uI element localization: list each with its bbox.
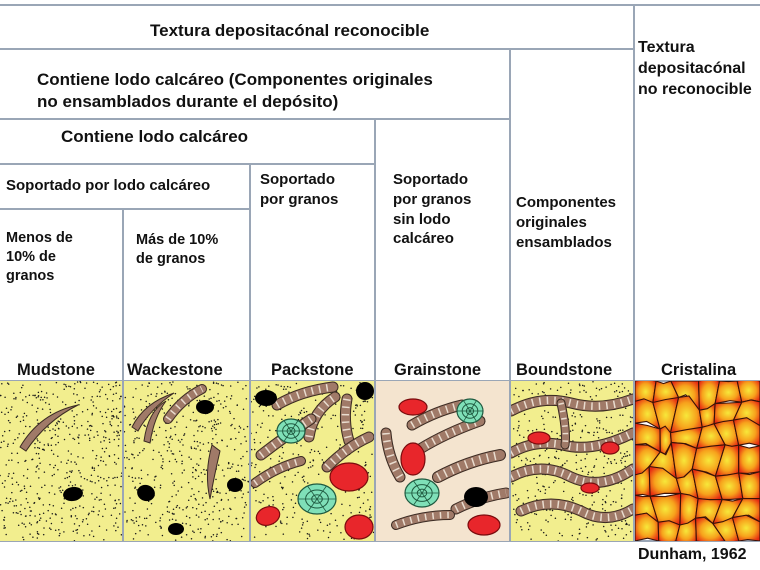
divider-col-e	[633, 4, 635, 541]
crystal	[711, 516, 740, 541]
label-grainstone: Grainstone	[394, 361, 482, 379]
crystal	[675, 517, 697, 541]
crystal	[657, 520, 681, 541]
label-cristalina: Cristalina	[661, 361, 737, 379]
crystal	[695, 516, 726, 541]
matrix-dots	[0, 381, 122, 541]
divider-col-d	[509, 48, 511, 541]
segmented-fossil	[556, 398, 570, 450]
header-contains-mud-full: Contiene lodo calcáreo (Componentes orig…	[37, 70, 433, 112]
shell-fragment	[206, 444, 221, 500]
label-packstone: Packstone	[271, 361, 354, 379]
divider-panels-bottom	[0, 540, 760, 542]
divider-grain-percent	[0, 208, 250, 210]
red-grain	[400, 442, 426, 476]
ooid-grain	[276, 418, 306, 444]
header-depositional-not-recognizable: Textura depositacónal no reconocible	[638, 39, 752, 99]
crystal-mosaic	[635, 381, 760, 541]
header-depositional-recognizable: Textura depositacónal reconocible	[150, 21, 430, 40]
red-grain	[467, 514, 501, 536]
segmented-fossil	[163, 384, 207, 424]
ooid-grain	[456, 398, 484, 424]
segmented-fossil	[251, 456, 306, 488]
black-grain	[464, 487, 488, 507]
texture-panel-mudstone	[0, 381, 122, 541]
texture-panel-cristalina	[635, 381, 760, 541]
red-grain	[527, 431, 551, 445]
header-more-10-percent: Más de 10% de granos	[136, 232, 219, 268]
red-grain	[580, 482, 600, 494]
header-mud-supported: Soportado por lodo calcáreo	[6, 177, 211, 194]
segmented-fossil	[511, 393, 633, 417]
segmented-fossil	[432, 449, 506, 483]
black-grain	[227, 478, 243, 492]
matrix-dots	[124, 381, 249, 541]
segmented-fossil	[391, 510, 455, 530]
segmented-fossil	[511, 463, 633, 488]
red-grain	[329, 462, 369, 492]
black-grain	[255, 390, 277, 406]
shell-fragment	[19, 404, 79, 452]
red-grain	[255, 505, 281, 527]
divider-contains-mud	[0, 118, 510, 120]
header-grain-supported: Soportado por granos	[260, 171, 339, 208]
texture-panel-grainstone	[376, 381, 509, 541]
texture-panel-packstone	[251, 381, 374, 541]
segmented-fossil	[515, 498, 633, 523]
texture-panel-wackestone	[124, 381, 249, 541]
matrix-background	[0, 381, 122, 541]
red-grain	[398, 398, 428, 416]
label-wackestone: Wackestone	[127, 361, 223, 379]
segmented-fossil	[303, 391, 341, 443]
crystal	[738, 444, 760, 474]
label-boundstone: Boundstone	[516, 361, 613, 379]
shell-fragment	[143, 400, 167, 444]
crystal	[731, 514, 760, 541]
segmented-fossil	[321, 431, 374, 473]
segmented-fossil	[271, 381, 339, 411]
segmented-fossil	[339, 393, 355, 447]
black-grain	[356, 382, 374, 400]
header-contains-mud: Contiene lodo calcáreo	[61, 127, 249, 146]
divider-col-c	[374, 118, 376, 541]
divider-col-b	[249, 163, 251, 541]
matrix-background	[124, 381, 249, 541]
red-grain	[600, 441, 620, 455]
top-border	[0, 4, 760, 6]
segmented-fossil	[414, 415, 486, 455]
divider-col-a	[122, 208, 124, 541]
segmented-fossil	[380, 427, 406, 483]
label-mudstone: Mudstone	[17, 361, 95, 379]
shell-fragment	[131, 392, 175, 432]
black-grain	[168, 523, 184, 535]
header-grain-supported-no-mud: Soportado por granos sin lodo calcáreo	[393, 171, 472, 248]
ooid-grain	[297, 483, 337, 515]
crystal	[736, 381, 760, 403]
citation-dunham: Dunham, 1962	[638, 546, 747, 563]
black-grain	[63, 486, 83, 502]
texture-panel-boundstone	[511, 381, 633, 541]
black-grain	[196, 400, 214, 414]
red-grain	[344, 514, 374, 540]
black-grain	[137, 484, 155, 502]
divider-support	[0, 163, 374, 165]
divider-depositional	[0, 48, 634, 50]
crystal	[635, 512, 660, 541]
ooid-grain	[404, 478, 440, 508]
header-components-bound: Componentes originales ensamblados	[516, 194, 617, 251]
header-less-10-percent: Menos de 10% de granos	[6, 230, 73, 285]
